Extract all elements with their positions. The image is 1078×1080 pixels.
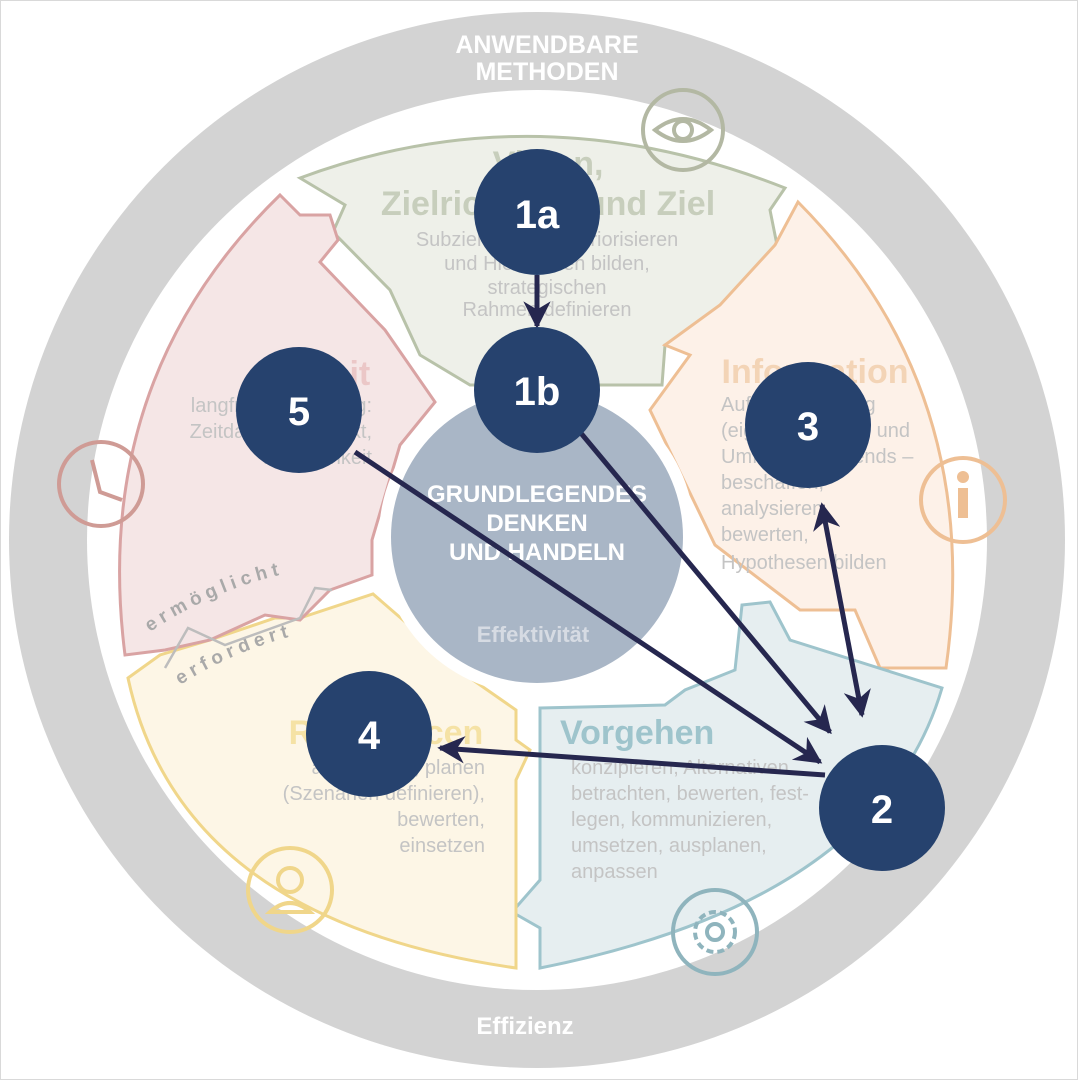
node-2: 2 [819,745,945,871]
vorgehen-desc-3: legen, kommunizieren, [571,809,772,831]
vorgehen-title: Vorgehen [560,714,714,752]
connector-line [163,586,333,669]
core-title-1: GRUNDLEGENDES [427,481,647,508]
core-circle: GRUNDLEGENDES DENKEN UND HANDELN Effekti… [379,379,695,695]
core-title-3: UND HANDELN [449,539,625,566]
clock-icon [57,440,145,528]
node-4: 4 [306,671,432,797]
arrow-5-to-2 [353,449,823,765]
vorgehen-desc-2: betrachten, bewerten, fest- [571,783,809,805]
node-1b: 1b [474,327,600,453]
eye-icon [641,88,725,172]
node-5: 5 [236,347,362,473]
information-desc-6: bewerten, [721,524,809,546]
arrow-3-2-bidirectional [813,502,871,718]
vision-desc-4: Rahmen definieren [463,299,632,321]
arrow-2-to-4 [437,736,826,778]
information-desc-5: analysieren, [721,498,829,520]
core-subtitle: Effektivität [477,622,590,647]
vorgehen-desc-4: umsetzen, ausplanen, [571,835,767,857]
info-icon [919,456,1007,544]
person-icon [246,846,334,934]
ring-top-label-1: ANWENDBARE [455,31,638,59]
vision-desc-3: strategischen [488,277,607,299]
gear-icon [671,888,759,976]
information-desc-7: Hypothesen bilden [721,552,887,574]
arrows [353,275,871,778]
svg-text:1a: 1a [515,193,560,237]
core-title-2: DENKEN [486,510,587,537]
svg-text:4: 4 [358,714,381,758]
ring-bottom-label: Effizienz [476,1013,573,1040]
node-1a: 1a [474,149,600,275]
node-3: 3 [745,362,871,488]
ressourcen-desc-3: bewerten, [397,809,485,831]
ring-top-label-2: METHODEN [475,58,618,86]
svg-text:5: 5 [288,390,310,434]
svg-text:2: 2 [871,788,893,832]
svg-text:1b: 1b [514,370,561,414]
vorgehen-desc-5: anpassen [571,861,658,883]
svg-text:3: 3 [797,405,819,449]
ressourcen-desc-4: einsetzen [399,835,485,857]
arrow-1b-to-2 [578,430,832,735]
